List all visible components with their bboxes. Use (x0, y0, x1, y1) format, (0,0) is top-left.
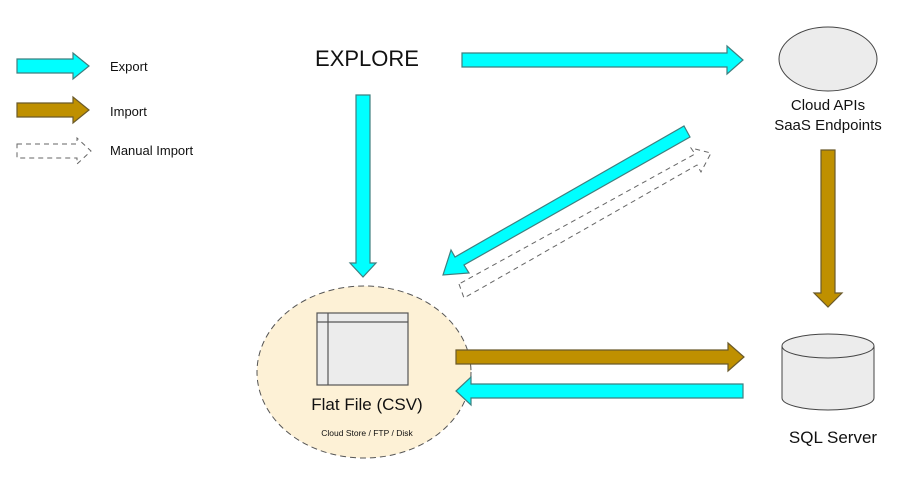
sql-server-node[interactable]: SQL Server (781, 333, 878, 447)
legend-import-arrow (16, 95, 90, 125)
edge-cloud-to-sql (812, 149, 844, 308)
edge-flatfile-to-cloud-manual (458, 147, 712, 299)
legend-import-label: Import (110, 104, 147, 119)
flatfile-node[interactable]: Flat File (CSV) Cloud Store / FTP / Disk (256, 285, 472, 459)
legend-export-arrow (16, 51, 90, 81)
cloud-apis-label-line1: Cloud APIs (791, 97, 865, 114)
table-file-icon (316, 312, 409, 386)
legend-manual-label: Manual Import (110, 143, 193, 158)
edge-flatfile-to-sql (455, 341, 745, 373)
legend-manual-arrow (16, 136, 92, 166)
legend: Export Import Manual Import (16, 51, 193, 166)
edge-cloud-to-flatfile (442, 125, 691, 276)
cloud-apis-label-line2: SaaS Endpoints (774, 117, 882, 134)
edge-sql-to-flatfile (455, 375, 744, 407)
explore-node-label[interactable]: EXPLORE (315, 46, 419, 71)
sql-server-label: SQL Server (789, 428, 878, 447)
flatfile-sublabel: Cloud Store / FTP / Disk (321, 428, 413, 438)
edge-explore-to-cloud (461, 44, 744, 76)
edge-explore-to-flatfile (348, 94, 378, 278)
ellipse-icon (778, 26, 878, 92)
flatfile-label: Flat File (CSV) (311, 395, 422, 414)
database-cylinder-icon (781, 333, 875, 411)
legend-export-label: Export (110, 59, 148, 74)
cloud-apis-node[interactable]: Cloud APIs SaaS Endpoints (774, 26, 882, 134)
